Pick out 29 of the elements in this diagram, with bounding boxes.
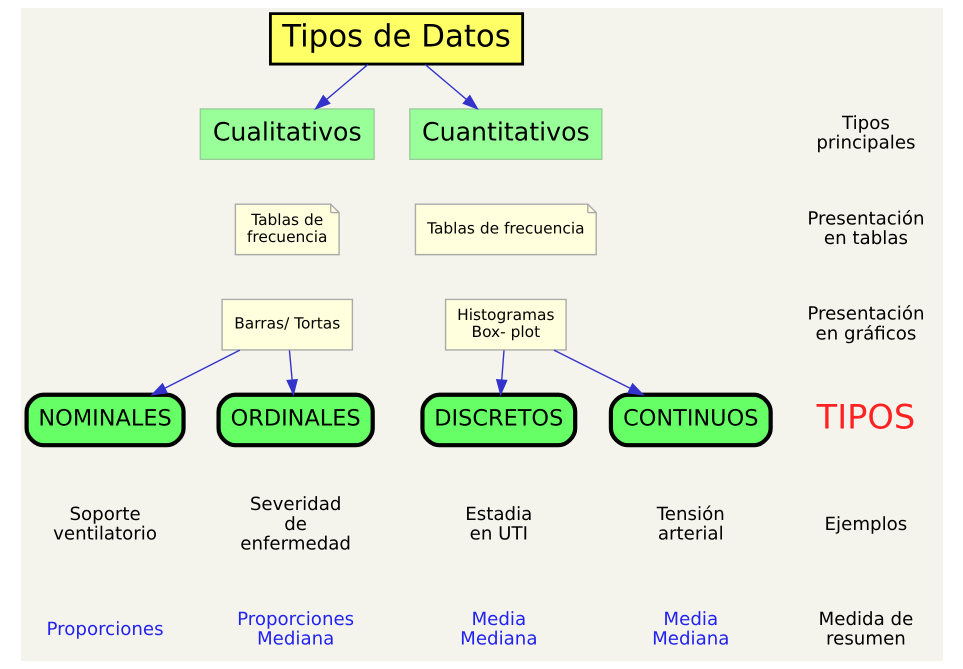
- label: Tipos principales: [816, 113, 916, 154]
- node-box: Cuantitativos: [408, 108, 602, 160]
- node-box: ORDINALES: [216, 392, 374, 448]
- label: Presentación en tablas: [806, 208, 924, 249]
- arrow: [286, 350, 298, 396]
- node-box: Cualitativos: [199, 108, 374, 160]
- arrow: [314, 64, 368, 110]
- node-box: DISCRETOS: [420, 392, 577, 448]
- label: Media Mediana: [460, 609, 537, 650]
- label: Medida de resumen: [818, 609, 913, 650]
- label: Ejemplos: [824, 514, 907, 535]
- arrow: [150, 350, 240, 396]
- label: Soporte ventilatorio: [52, 504, 157, 545]
- label: Estadia en UTI: [464, 504, 532, 545]
- label: TIPOS: [816, 398, 915, 437]
- label: Proporciones Mediana: [236, 609, 354, 650]
- arrow: [495, 350, 508, 396]
- label: Tensión arterial: [656, 504, 724, 545]
- label: Proporciones: [46, 618, 164, 640]
- label: Presentación en gráficos: [806, 304, 924, 344]
- label: Severidad de enfermedad: [240, 494, 350, 554]
- node-box: CONTINUOS: [608, 392, 772, 448]
- node-box: Tipos de Datos: [268, 12, 524, 66]
- node-box: Barras/ Tortas: [220, 298, 353, 351]
- node-box: Histogramas Box- plot: [444, 298, 566, 351]
- node-box: NOMINALES: [24, 392, 186, 448]
- arrow: [553, 350, 644, 396]
- label: Media Mediana: [652, 609, 729, 650]
- arrow: [424, 64, 478, 110]
